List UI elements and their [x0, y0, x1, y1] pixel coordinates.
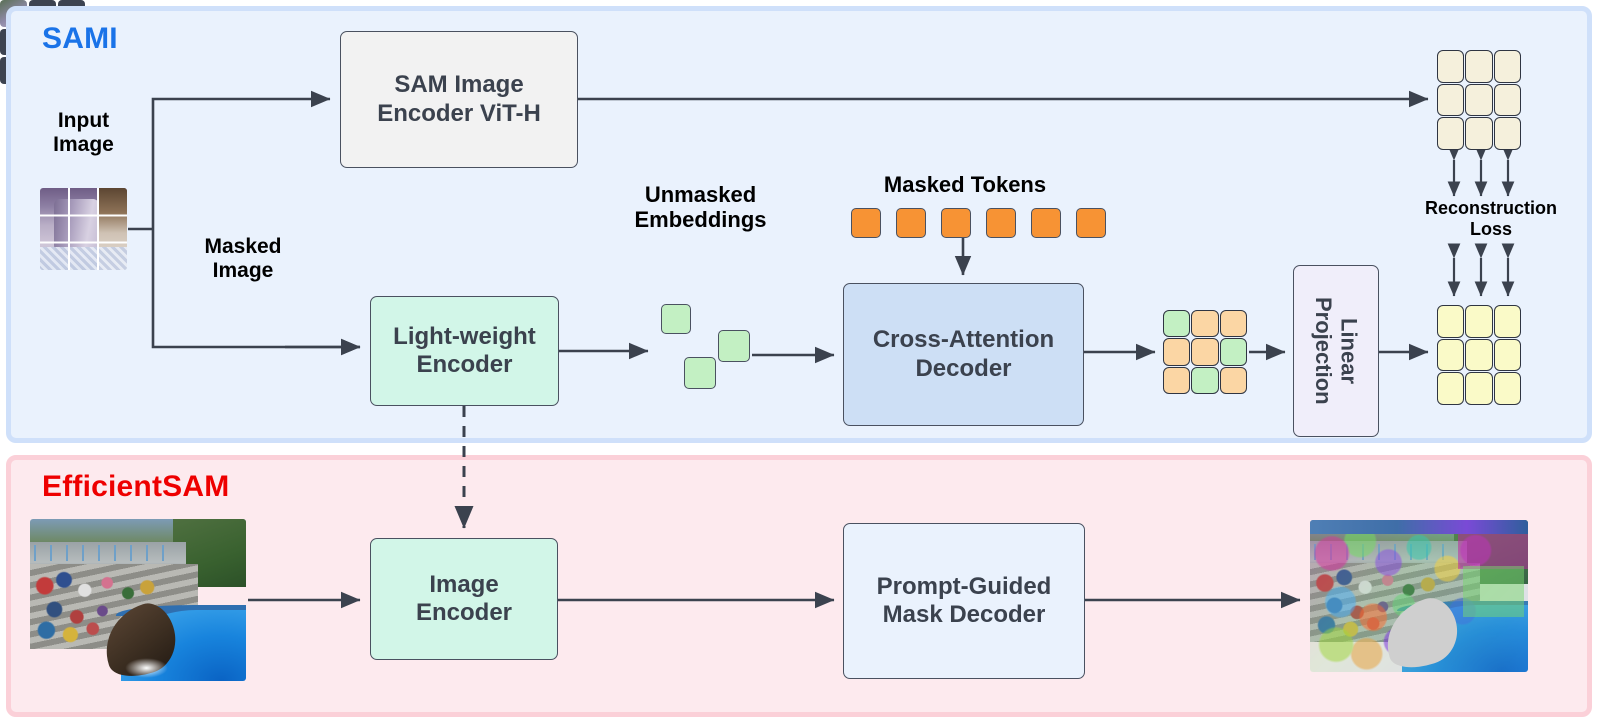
masked-token — [851, 208, 881, 238]
light-weight-encoder-box[interactable]: Light-weight Encoder — [370, 296, 559, 406]
linear-projection-line1: Linear — [1336, 317, 1362, 384]
prompt-guided-mask-decoder-line2: Mask Decoder — [882, 601, 1046, 628]
sam-image-encoder-line2: Encoder ViT-H — [377, 99, 541, 127]
reconstruction-loss-label: Reconstruction Loss — [1424, 198, 1557, 239]
cross-attention-decoder-box[interactable]: Cross-Attention Decoder — [843, 283, 1084, 426]
unmasked-embeddings-label: Unmasked Embeddings — [634, 182, 767, 233]
unmasked-embedding — [718, 330, 750, 362]
masked-image-label: Masked Image — [204, 235, 282, 283]
reconstruction-target-grid — [1437, 50, 1521, 150]
patch-gridlines — [40, 188, 127, 270]
prediction-grid — [1437, 305, 1521, 405]
cross-attention-decoder-line1: Cross-Attention — [872, 326, 1055, 354]
unmasked-embedding — [661, 304, 691, 334]
efficientsam-panel-title: EfficientSAM — [42, 470, 230, 503]
sam-image-encoder-line1: SAM Image — [394, 71, 524, 99]
masked-token — [1031, 208, 1061, 238]
image-encoder-line1: Image — [429, 570, 499, 598]
unmasked-embedding — [684, 357, 716, 389]
image-encoder-line2: Encoder — [415, 599, 513, 626]
prompt-guided-mask-decoder-box[interactable]: Prompt-Guided Mask Decoder — [843, 523, 1085, 679]
sami-panel-title: SAMI — [42, 22, 118, 55]
decoder-output-grid — [1163, 310, 1247, 394]
masked-token — [986, 208, 1016, 238]
input-image-label: Input Image — [53, 109, 114, 157]
prompt-guided-mask-decoder-line1: Prompt-Guided — [876, 572, 1052, 600]
efficientsam-output-photo — [1310, 520, 1528, 672]
masked-tokens-label: Masked Tokens — [883, 172, 1047, 197]
linear-projection-box[interactable]: Linear Projection — [1293, 265, 1379, 437]
sam-image-encoder-box[interactable]: SAM Image Encoder ViT-H — [340, 31, 578, 168]
linear-projection-line2: Projection — [1311, 297, 1336, 405]
efficientsam-input-photo — [30, 519, 246, 681]
light-weight-encoder-line2: Encoder — [416, 351, 513, 378]
input-image-thumbnail — [40, 188, 127, 270]
masked-token — [896, 208, 926, 238]
light-weight-encoder-line1: Light-weight — [393, 322, 536, 350]
cross-attention-decoder-line2: Decoder — [915, 354, 1012, 382]
masked-token — [941, 208, 971, 238]
masked-token — [1076, 208, 1106, 238]
image-encoder-box[interactable]: Image Encoder — [370, 538, 558, 660]
